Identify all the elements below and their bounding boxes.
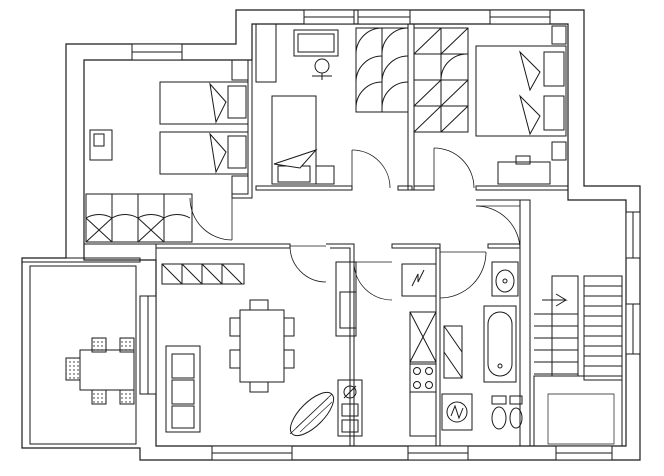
stairwell [533, 275, 623, 447]
outer-walls [21, 9, 641, 461]
windows [131, 9, 641, 461]
bathroom [441, 261, 523, 431]
stair-treads [534, 285, 622, 375]
bedroom-single [255, 23, 409, 185]
kitchen [335, 261, 437, 437]
terrace [29, 265, 137, 445]
living-dining [161, 263, 335, 437]
bedroom-master [413, 25, 567, 185]
doors [189, 147, 521, 301]
bedroom-twin [85, 59, 249, 243]
